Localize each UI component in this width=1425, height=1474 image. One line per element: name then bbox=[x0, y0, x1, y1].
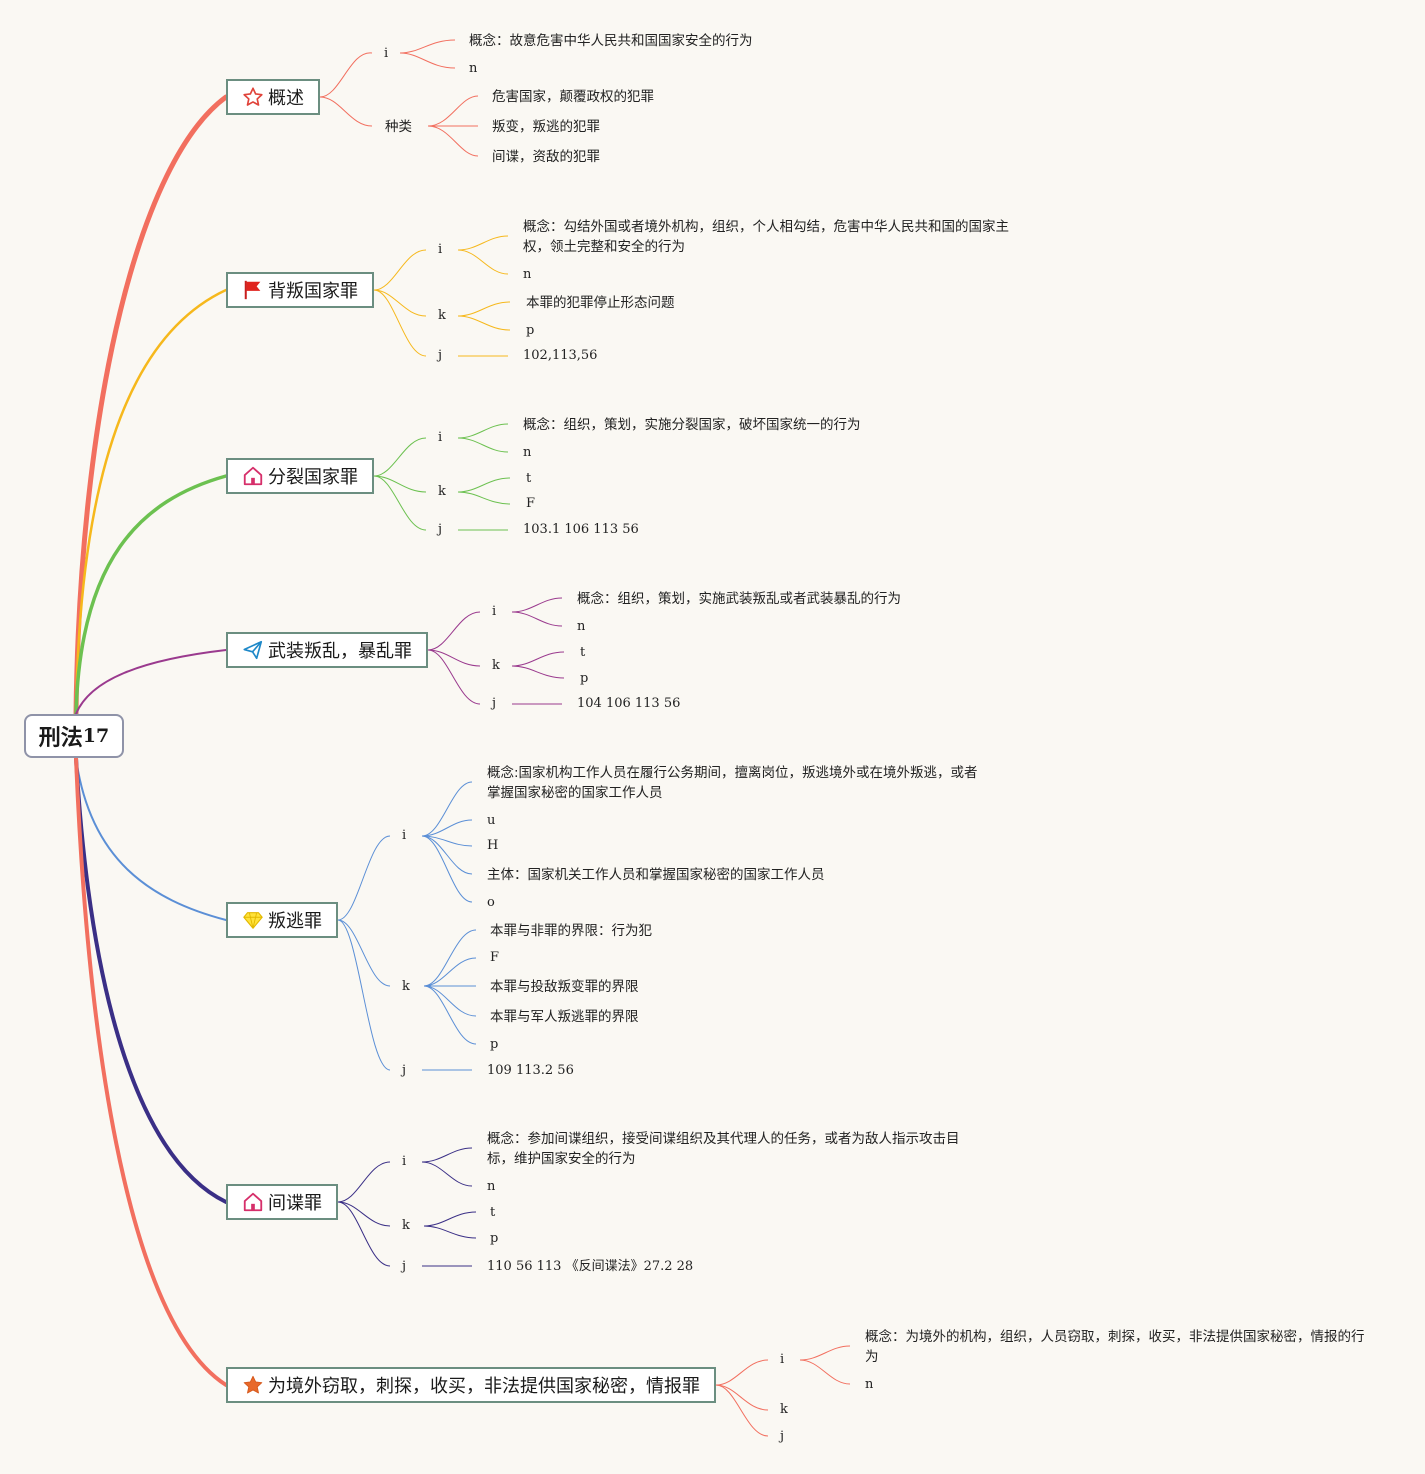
b4-concept: 概念：组织，策划，实施武装叛乱或者武装暴乱的行为 bbox=[577, 591, 901, 607]
b5-criterion-2: 本罪与投敌叛变罪的界限 bbox=[490, 979, 639, 995]
diamond-icon bbox=[242, 909, 264, 931]
branch-defection-title: 叛逃罪 bbox=[268, 911, 322, 932]
branch-espionage-title: 间谍罪 bbox=[268, 1193, 322, 1214]
branch-secession[interactable]: 分裂国家罪 bbox=[226, 458, 374, 494]
b6-k: k bbox=[402, 1218, 410, 1233]
red-flag-icon bbox=[242, 279, 264, 301]
b2-concept: 概念：勾结外国或者境外机构，组织，个人相勾结，危害中华人民共和国的国家主权，领土… bbox=[523, 219, 1009, 255]
b4-k: k bbox=[492, 658, 500, 673]
b6-p: p bbox=[490, 1231, 499, 1246]
orange-star-icon bbox=[242, 1374, 264, 1396]
branch-treason[interactable]: 背叛国家罪 bbox=[226, 272, 374, 308]
b5-law: 109 113.2 56 bbox=[487, 1063, 574, 1078]
b6-concept: 概念：参加间谍组织，接受间谍组织及其代理人的任务，或者为敌人指示攻击目标，维护国… bbox=[487, 1131, 960, 1167]
b1-kind-1: 危害国家，颠覆政权的犯罪 bbox=[492, 89, 654, 105]
b5-criterion-1: 本罪与非罪的界限：行为犯 bbox=[490, 923, 652, 939]
b2-i: i bbox=[438, 242, 443, 257]
b7-concept: 概念：为境外的机构，组织，人员窃取，刺探，收买，非法提供国家秘密，情报的行为 bbox=[865, 1329, 1365, 1365]
branch-stealing-secrets-title: 为境外窃取，刺探，收买，非法提供国家秘密，情报罪 bbox=[268, 1376, 700, 1397]
b6-t: t bbox=[490, 1205, 496, 1220]
b2-j: j bbox=[438, 348, 443, 363]
branch-defection[interactable]: 叛逃罪 bbox=[226, 902, 338, 938]
root-number: 17 bbox=[82, 725, 110, 747]
b3-F: F bbox=[526, 496, 536, 511]
b1-kind-3: 间谍，资敌的犯罪 bbox=[492, 149, 600, 165]
b4-i: i bbox=[492, 604, 497, 619]
link-root-b5 bbox=[75, 757, 227, 921]
b7-n: n bbox=[865, 1377, 874, 1392]
b5-F: F bbox=[490, 950, 500, 965]
branch-stealing-secrets[interactable]: 为境外窃取，刺探，收买，非法提供国家秘密，情报罪 bbox=[226, 1367, 716, 1403]
branch-treason-title: 背叛国家罪 bbox=[268, 281, 358, 302]
b5-o: o bbox=[487, 895, 495, 910]
b2-stop: 本罪的犯罪停止形态问题 bbox=[526, 295, 675, 311]
root-title: 刑法 bbox=[38, 726, 83, 751]
b2-p: p bbox=[526, 323, 535, 338]
b5-p: p bbox=[490, 1037, 499, 1052]
b3-j: j bbox=[438, 522, 443, 537]
branch-overview[interactable]: 概述 bbox=[226, 79, 320, 115]
b7-j: j bbox=[780, 1429, 785, 1444]
b4-t: t bbox=[580, 645, 586, 660]
b2-k: k bbox=[438, 308, 446, 323]
b1-kinds: 种类 bbox=[385, 119, 412, 135]
paper-plane-icon bbox=[242, 639, 264, 661]
b6-n: n bbox=[487, 1179, 496, 1194]
b4-n: n bbox=[577, 619, 586, 634]
b4-j: j bbox=[492, 696, 497, 711]
b7-i: i bbox=[780, 1352, 785, 1367]
branch-espionage[interactable]: 间谍罪 bbox=[226, 1184, 338, 1220]
branch-armed-rebellion[interactable]: 武装叛乱，暴乱罪 bbox=[226, 632, 428, 668]
b5-i: i bbox=[402, 828, 407, 843]
b2-law: 102,113,56 bbox=[523, 348, 598, 363]
link-root-b7 bbox=[74, 756, 228, 1387]
house-icon bbox=[242, 1191, 264, 1213]
b3-n: n bbox=[523, 445, 532, 460]
b5-k: k bbox=[402, 979, 410, 994]
b5-j: j bbox=[402, 1063, 407, 1078]
b2-n: n bbox=[523, 267, 532, 282]
b3-t: t bbox=[526, 471, 532, 486]
b3-i: i bbox=[438, 430, 443, 445]
link-root-b4 bbox=[75, 649, 227, 715]
link-root-b6 bbox=[74, 756, 228, 1204]
b4-p: p bbox=[580, 671, 589, 686]
b5-subject: 主体：国家机关工作人员和掌握国家秘密的国家工作人员 bbox=[487, 867, 825, 883]
b1-i: i bbox=[384, 46, 389, 61]
b6-i: i bbox=[402, 1154, 407, 1169]
house-icon bbox=[242, 465, 264, 487]
b3-concept: 概念：组织，策划，实施分裂国家，破坏国家统一的行为 bbox=[523, 417, 861, 433]
b3-law: 103.1 106 113 56 bbox=[523, 522, 639, 537]
branch-overview-title: 概述 bbox=[268, 88, 304, 109]
b3-k: k bbox=[438, 484, 446, 499]
b5-criterion-3: 本罪与军人叛逃罪的界限 bbox=[490, 1009, 639, 1025]
branch-secession-title: 分裂国家罪 bbox=[268, 467, 358, 488]
b6-law: 110 56 113 《反间谍法》27.2 28 bbox=[487, 1259, 694, 1274]
link-root-b3 bbox=[74, 474, 228, 716]
star-outline-icon bbox=[242, 86, 264, 108]
b5-u: u bbox=[487, 813, 496, 828]
branch-armed-rebellion-title: 武装叛乱，暴乱罪 bbox=[268, 641, 412, 662]
link-root-b2 bbox=[74, 288, 228, 716]
b5-H: H bbox=[487, 838, 499, 853]
link-root-b1 bbox=[73, 94, 229, 717]
b4-law: 104 106 113 56 bbox=[577, 696, 681, 711]
b1-n: n bbox=[469, 61, 478, 76]
b6-j: j bbox=[402, 1259, 407, 1274]
b1-concept: 概念：故意危害中华人民共和国国家安全的行为 bbox=[469, 33, 753, 49]
b7-k: k bbox=[780, 1402, 788, 1417]
b5-concept: 概念:国家机构工作人员在履行公务期间，擅离岗位，叛逃境外或在境外叛逃，或者掌握国… bbox=[487, 765, 978, 801]
b1-kind-2: 叛变，叛逃的犯罪 bbox=[492, 119, 600, 135]
